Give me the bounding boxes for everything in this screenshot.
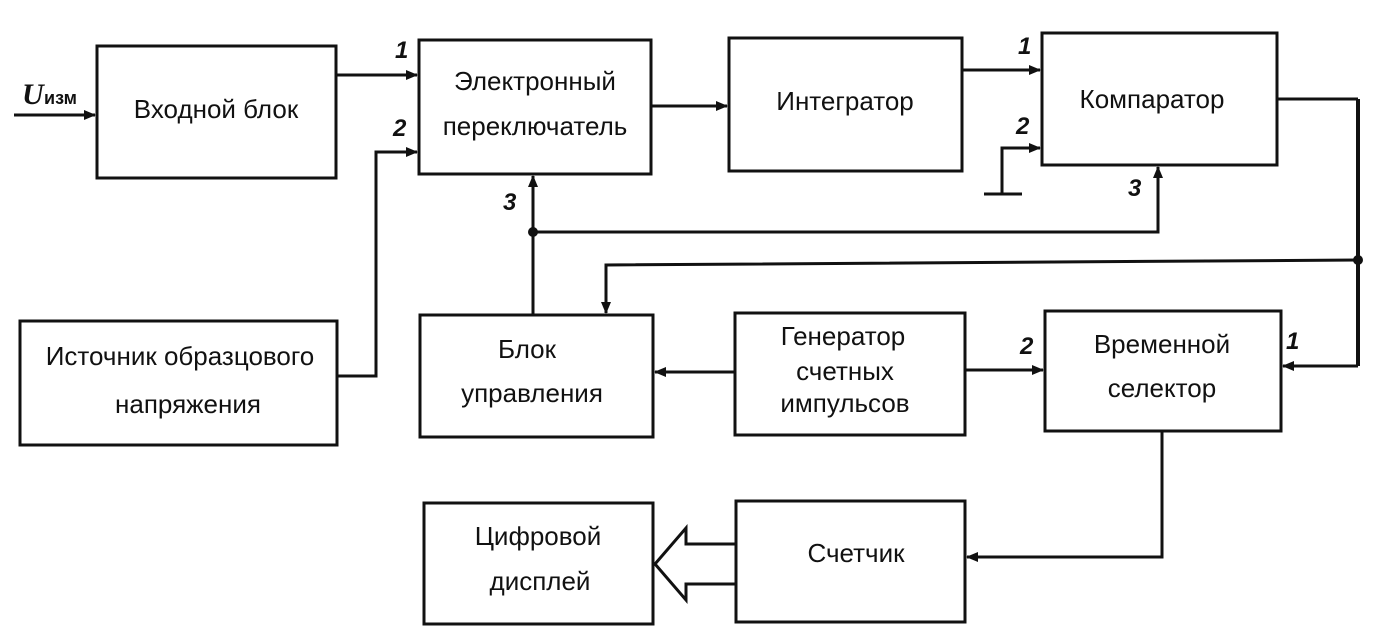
junction-control bbox=[528, 227, 538, 237]
port-comparator-3: 3 bbox=[1128, 175, 1142, 202]
block-input-label: Входной блок bbox=[134, 94, 299, 124]
port-selector-2: 2 bbox=[1019, 333, 1034, 360]
wire-ground-to-comparator bbox=[1000, 143, 1041, 194]
block-digital-display-label-2: дисплей bbox=[490, 566, 591, 596]
block-digital-display: Цифровой дисплей bbox=[422, 501, 655, 626]
block-time-selector: Временной селектор bbox=[1043, 309, 1283, 433]
bus-arrow-counter-to-display bbox=[653, 523, 736, 605]
port-switch-1: 1 bbox=[395, 37, 408, 64]
block-electronic-switch-label-1: Электронный bbox=[454, 66, 616, 96]
port-comparator-1: 1 bbox=[1018, 33, 1031, 60]
input-signal-label: U изм bbox=[22, 78, 77, 111]
block-reference-source-label-1: Источник образцового bbox=[46, 341, 315, 371]
port-switch-3: 3 bbox=[503, 189, 517, 216]
block-pulse-generator: Генератор счетных импульсов bbox=[733, 311, 967, 437]
block-counter-label: Счетчик bbox=[808, 538, 906, 568]
wire-junction-to-comparator bbox=[533, 166, 1163, 234]
block-input: Входной блок bbox=[95, 44, 338, 180]
block-counter: Счетчик bbox=[734, 499, 967, 624]
block-electronic-switch-label-2: переключатель bbox=[443, 111, 628, 141]
block-reference-source: Источник образцового напряжения bbox=[18, 319, 339, 447]
block-control-label-2: управления bbox=[461, 378, 603, 408]
input-signal-symbol: U bbox=[22, 78, 45, 111]
block-comparator: Компаратор bbox=[1040, 31, 1279, 167]
input-signal-subscript: изм bbox=[44, 88, 77, 108]
block-integrator-label: Интегратор bbox=[776, 86, 914, 116]
block-time-selector-label-1: Временной bbox=[1094, 329, 1230, 359]
block-pulse-generator-label-1: Генератор bbox=[781, 321, 906, 351]
block-control-label-1: Блок bbox=[498, 334, 557, 364]
block-control: Блок управления bbox=[418, 313, 655, 439]
block-comparator-label: Компаратор bbox=[1080, 84, 1225, 114]
wire-reference-to-switch bbox=[337, 147, 418, 378]
block-pulse-generator-label-3: импульсов bbox=[780, 388, 909, 418]
block-digital-display-label-1: Цифровой bbox=[475, 521, 602, 551]
block-integrator: Интегратор bbox=[727, 36, 964, 173]
junction-bus bbox=[1353, 255, 1363, 265]
wire-bus-to-control bbox=[601, 258, 1359, 314]
port-switch-2: 2 bbox=[392, 115, 407, 142]
wire-selector-to-counter bbox=[966, 431, 1164, 562]
port-selector-1: 1 bbox=[1286, 328, 1299, 355]
block-pulse-generator-label-2: счетных bbox=[796, 356, 894, 386]
block-time-selector-label-2: селектор bbox=[1108, 373, 1216, 403]
block-reference-source-label-2: напряжения bbox=[115, 389, 261, 419]
port-comparator-2: 2 bbox=[1015, 113, 1030, 140]
block-electronic-switch: Электронный переключатель bbox=[417, 38, 653, 176]
